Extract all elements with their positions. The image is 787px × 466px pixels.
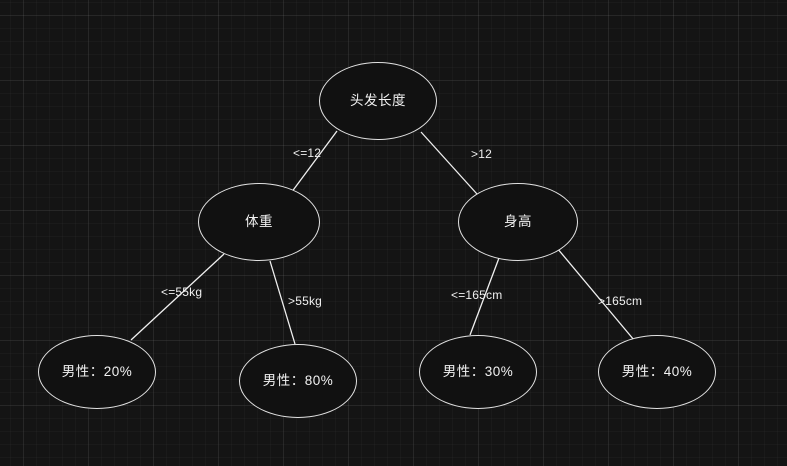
- tree-node-label: 男性：30%: [442, 364, 514, 380]
- tree-node-root[interactable]: 头发长度: [319, 62, 437, 140]
- edge-label: >12: [471, 147, 492, 161]
- tree-node-label: 体重: [245, 214, 273, 230]
- edge-label: <=165cm: [451, 288, 503, 302]
- edge-label: <=12: [293, 146, 322, 160]
- tree-node-label: 男性：20%: [61, 364, 133, 380]
- tree-node-leaf3[interactable]: 男性：30%: [419, 335, 537, 409]
- tree-edge: [130, 253, 225, 341]
- tree-node-weight[interactable]: 体重: [198, 183, 320, 261]
- tree-node-label: 头发长度: [350, 93, 406, 109]
- tree-node-height[interactable]: 身高: [458, 183, 578, 261]
- tree-edge: [269, 260, 296, 345]
- tree-edge: [290, 130, 338, 194]
- tree-node-leaf4[interactable]: 男性：40%: [598, 335, 716, 409]
- edge-label: >165cm: [598, 294, 643, 308]
- tree-node-leaf2[interactable]: 男性：80%: [239, 344, 357, 418]
- edge-label: <=55kg: [161, 285, 203, 299]
- tree-edge: [469, 257, 500, 336]
- tree-edge: [556, 247, 635, 341]
- edge-label: >55kg: [288, 294, 323, 308]
- tree-node-leaf1[interactable]: 男性：20%: [38, 335, 156, 409]
- tree-node-label: 身高: [504, 214, 532, 230]
- tree-node-label: 男性：40%: [621, 364, 693, 380]
- tree-node-label: 男性：80%: [262, 373, 334, 389]
- tree-edge: [420, 131, 478, 195]
